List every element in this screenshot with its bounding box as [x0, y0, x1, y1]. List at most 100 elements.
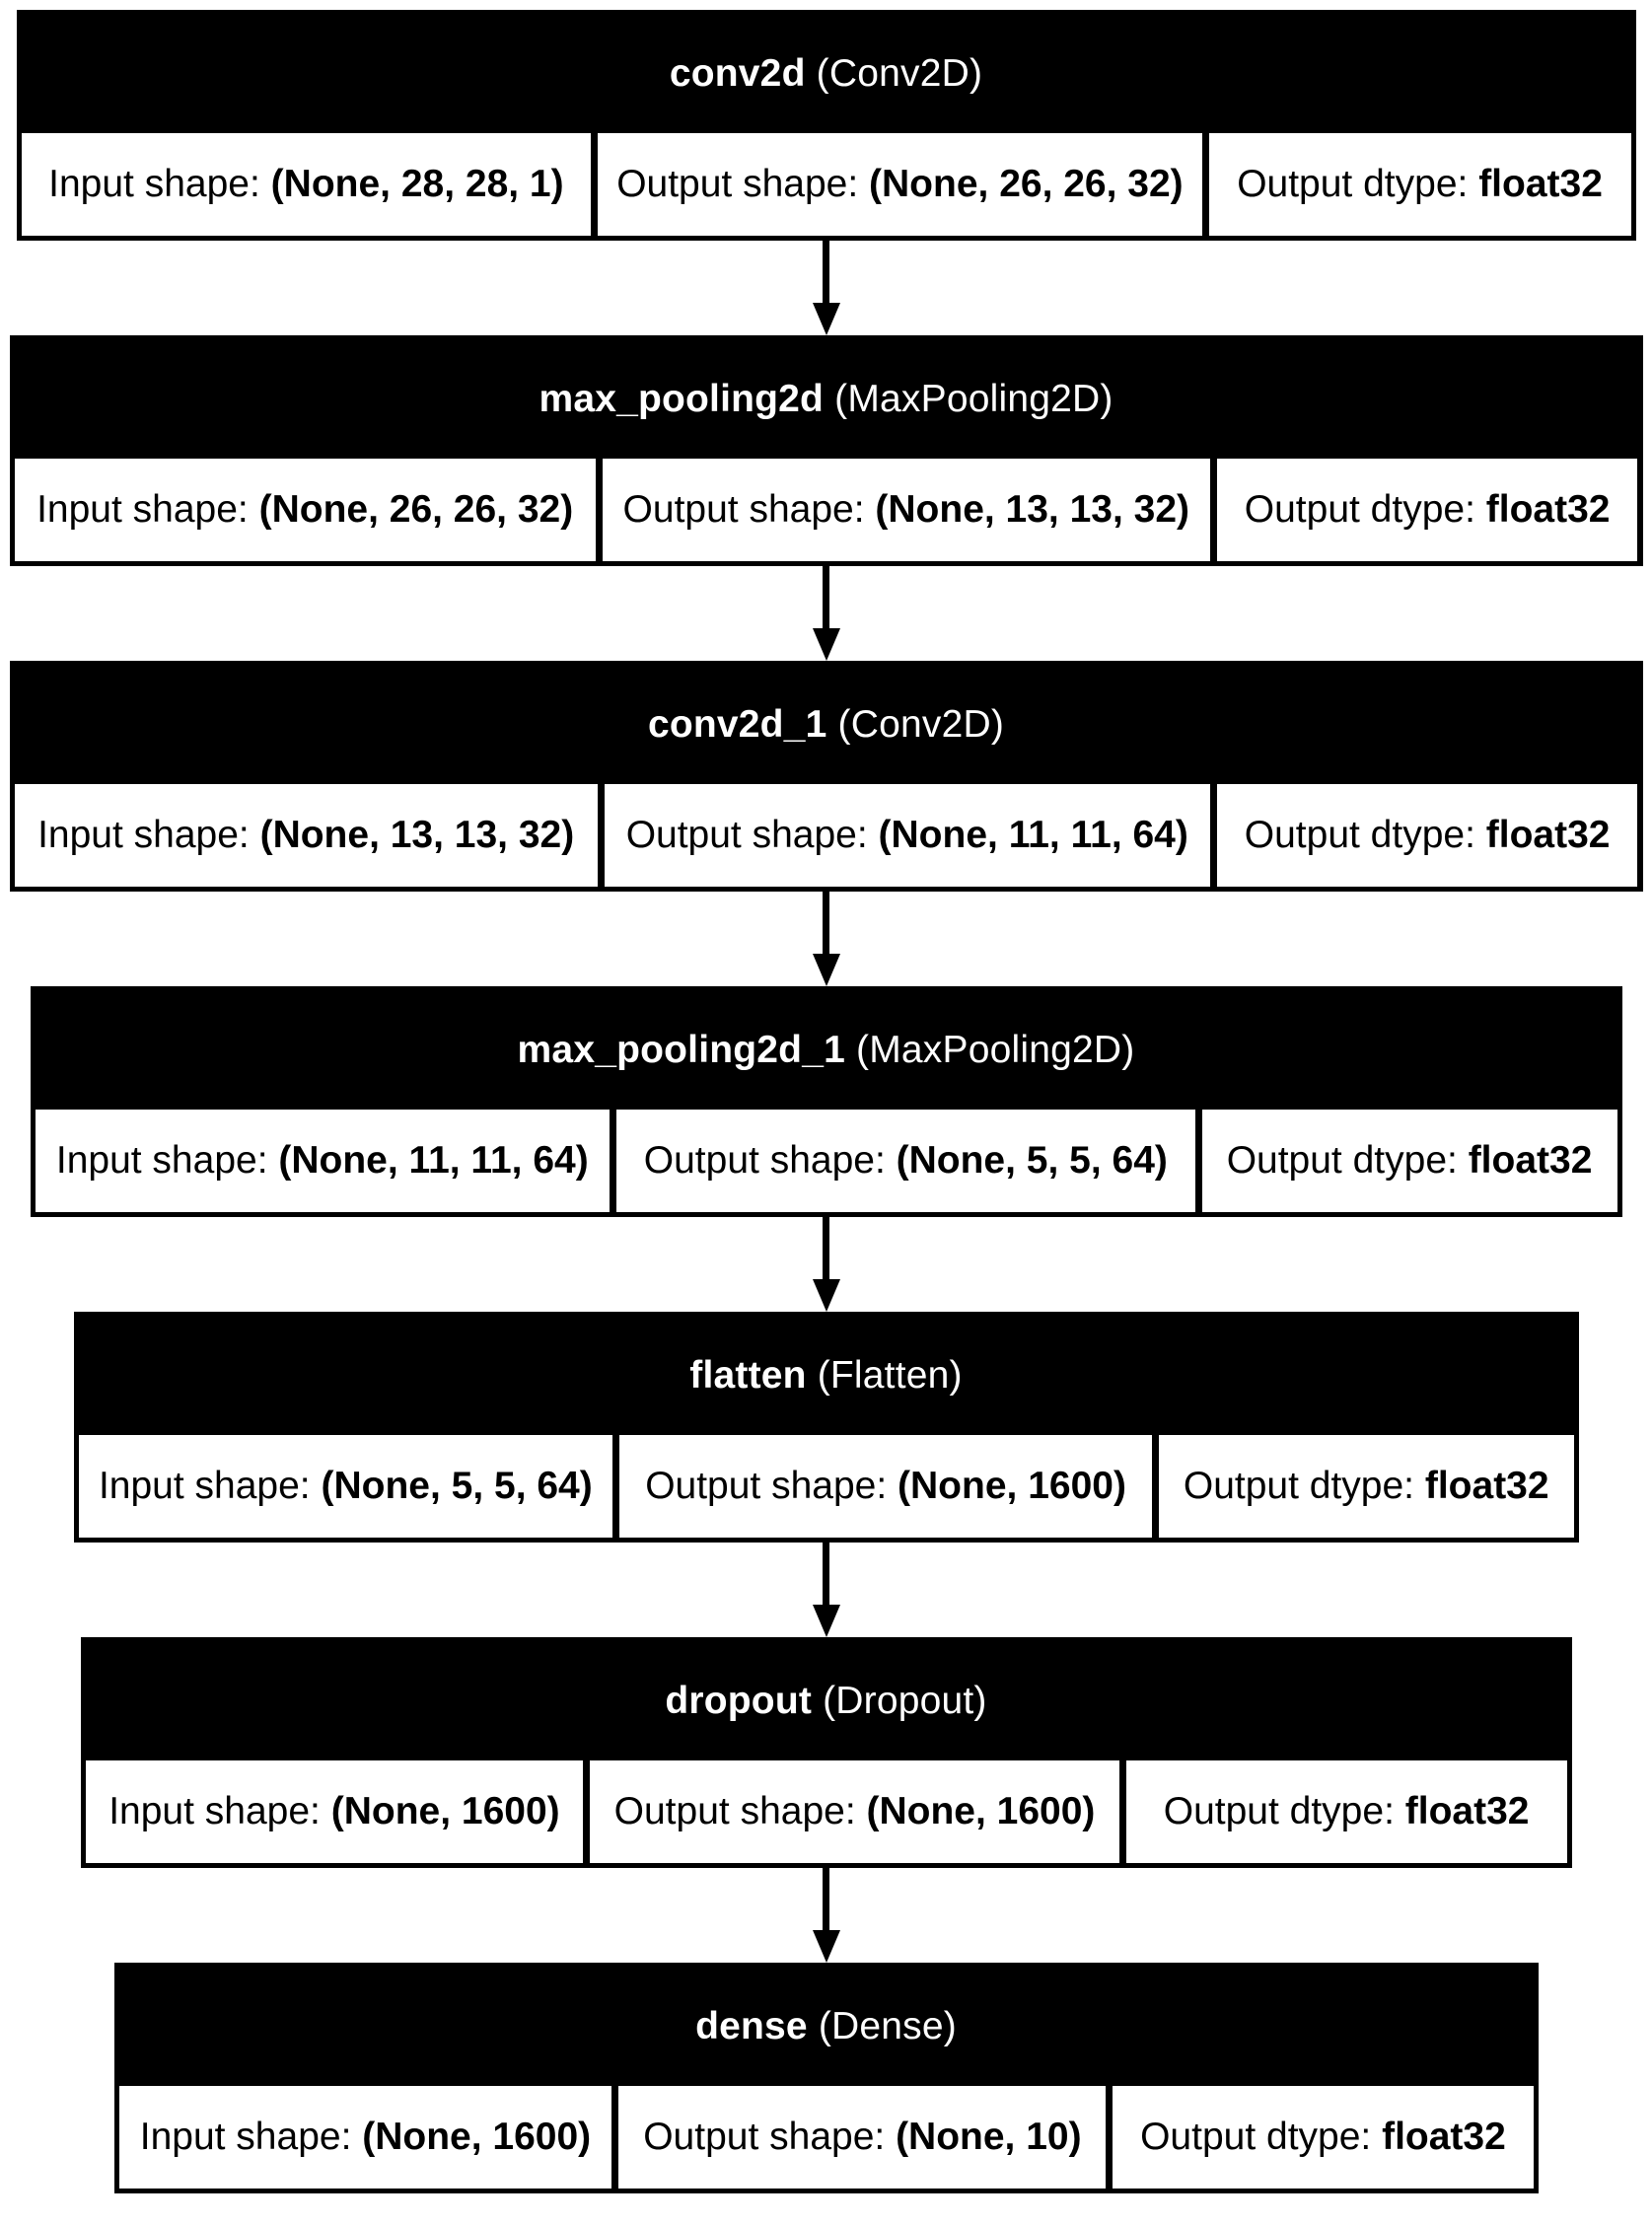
output-dtype-cell: Output dtype: float32 [1216, 459, 1638, 561]
input-shape-value: (None, 28, 28, 1) [270, 163, 564, 205]
output-shape-cell: Output shape: (None, 10) [618, 2086, 1107, 2189]
arrow-shaft [823, 241, 829, 303]
output-dtype-value: float32 [1404, 1790, 1530, 1832]
layer-header: max_pooling2d_1 (MaxPooling2D) [36, 991, 1617, 1110]
layer-type [827, 703, 838, 747]
input-shape-cell: Input shape: (None, 1600) [118, 2086, 612, 2189]
output-shape-value: (None, 11, 11, 64) [878, 814, 1188, 856]
output-dtype-value: float32 [1485, 488, 1611, 531]
layer-header: dropout (Dropout) [86, 1642, 1567, 1760]
output-dtype-cell: Output dtype: float32 [1208, 133, 1631, 236]
input-shape-cell: Input shape: (None, 1600) [85, 1760, 584, 1863]
layer-type: (MaxPooling2D) [834, 378, 1113, 420]
output-dtype-label: Output dtype: [1163, 1790, 1405, 1832]
output-shape-label: Output shape: [622, 488, 876, 531]
arrow-down-icon [812, 1279, 840, 1312]
input-shape-value: (None, 1600) [362, 2116, 592, 2158]
layer-type [824, 378, 834, 421]
flow-arrow [812, 1217, 840, 1312]
arrow-down-icon [812, 303, 840, 335]
output-shape-label: Output shape: [645, 1465, 898, 1507]
layer-name: conv2d [669, 52, 806, 95]
layer-node-max-pooling2d-1: max_pooling2d_1 (MaxPooling2D) Input sha… [30, 986, 1622, 1217]
layer-type [808, 2005, 819, 2048]
output-shape-value: (None, 10) [896, 2116, 1082, 2158]
output-dtype-label: Output dtype: [1244, 488, 1486, 531]
layer-type: (Flatten) [817, 1354, 963, 1397]
layer-body: Input shape: (None, 26, 26, 32) Output s… [14, 459, 1638, 561]
layer-type: (Conv2D) [816, 52, 983, 95]
output-shape-cell: Output shape: (None, 5, 5, 64) [616, 1110, 1195, 1212]
layer-type [806, 52, 817, 96]
output-shape-label: Output shape: [616, 163, 870, 205]
layer-body: Input shape: (None, 13, 13, 32) Output s… [14, 784, 1638, 887]
layer-body: Input shape: (None, 1600) Output shape: … [85, 1760, 1567, 1863]
output-dtype-value: float32 [1382, 2116, 1506, 2158]
layer-header: flatten (Flatten) [79, 1317, 1574, 1435]
input-shape-cell: Input shape: (None, 26, 26, 32) [14, 459, 596, 561]
layer-header: conv2d (Conv2D) [22, 15, 1631, 133]
output-shape-cell: Output shape: (None, 26, 26, 32) [598, 133, 1202, 236]
output-dtype-value: float32 [1485, 814, 1611, 856]
input-shape-label: Input shape: [37, 814, 260, 856]
output-dtype-label: Output dtype: [1140, 2116, 1383, 2158]
layer-node-dense: dense (Dense) Input shape: (None, 1600) … [113, 1963, 1539, 2193]
output-shape-cell: Output shape: (None, 11, 11, 64) [604, 784, 1210, 887]
output-shape-value: (None, 13, 13, 32) [875, 488, 1190, 531]
flow-arrow [812, 1868, 840, 1963]
input-shape-label: Input shape: [139, 2116, 363, 2158]
input-shape-cell: Input shape: (None, 11, 11, 64) [35, 1110, 611, 1212]
arrow-shaft [823, 1868, 829, 1930]
flow-arrow [812, 566, 840, 661]
input-shape-label: Input shape: [36, 488, 259, 531]
output-shape-value: (None, 26, 26, 32) [869, 163, 1184, 205]
layer-node-conv2d: conv2d (Conv2D) Input shape: (None, 28, … [16, 10, 1636, 241]
layer-name: dropout [665, 1680, 813, 1722]
output-dtype-cell: Output dtype: float32 [1125, 1760, 1567, 1863]
output-shape-value: (None, 5, 5, 64) [896, 1139, 1168, 1182]
layer-node-max-pooling2d: max_pooling2d (MaxPooling2D) Input shape… [9, 335, 1643, 566]
layer-body: Input shape: (None, 28, 28, 1) Output sh… [21, 133, 1631, 236]
layer-type [812, 1680, 823, 1723]
layer-type: (MaxPooling2D) [856, 1029, 1135, 1071]
layer-node-conv2d-1: conv2d_1 (Conv2D) Input shape: (None, 13… [9, 661, 1643, 892]
layer-node-dropout: dropout (Dropout) Input shape: (None, 16… [80, 1637, 1572, 1868]
layer-name: max_pooling2d_1 [517, 1029, 845, 1071]
layer-name: max_pooling2d [539, 378, 825, 420]
output-shape-label: Output shape: [643, 2116, 897, 2158]
output-shape-label: Output shape: [613, 1790, 867, 1832]
output-shape-value: (None, 1600) [898, 1465, 1126, 1507]
input-shape-value: (None, 13, 13, 32) [259, 814, 575, 856]
arrow-down-icon [812, 954, 840, 986]
output-dtype-label: Output dtype: [1237, 163, 1479, 205]
output-shape-cell: Output shape: (None, 1600) [619, 1435, 1152, 1538]
input-shape-value: (None, 5, 5, 64) [321, 1465, 593, 1507]
arrow-down-icon [812, 1930, 840, 1963]
layer-body: Input shape: (None, 5, 5, 64) Output sha… [78, 1435, 1574, 1538]
arrow-down-icon [812, 628, 840, 661]
output-dtype-label: Output dtype: [1183, 1465, 1425, 1507]
input-shape-cell: Input shape: (None, 28, 28, 1) [21, 133, 592, 236]
layer-type [807, 1354, 818, 1398]
flow-arrow [812, 892, 840, 986]
input-shape-cell: Input shape: (None, 5, 5, 64) [78, 1435, 613, 1538]
arrow-shaft [823, 892, 829, 954]
input-shape-label: Input shape: [108, 1790, 331, 1832]
layer-name: dense [695, 2005, 808, 2047]
arrow-shaft [823, 1217, 829, 1279]
input-shape-label: Input shape: [48, 163, 271, 205]
output-shape-cell: Output shape: (None, 1600) [590, 1760, 1119, 1863]
layer-name: conv2d_1 [647, 703, 827, 746]
arrow-shaft [823, 566, 829, 628]
layer-type: (Dense) [818, 2005, 957, 2047]
flow-arrow [812, 241, 840, 335]
layer-type [845, 1029, 856, 1072]
output-dtype-label: Output dtype: [1244, 814, 1486, 856]
layer-name: flatten [689, 1354, 807, 1397]
input-shape-value: (None, 1600) [330, 1790, 560, 1832]
output-dtype-label: Output dtype: [1226, 1139, 1469, 1182]
layer-body: Input shape: (None, 11, 11, 64) Output s… [35, 1110, 1617, 1212]
output-shape-label: Output shape: [643, 1139, 897, 1182]
output-dtype-cell: Output dtype: float32 [1113, 2086, 1534, 2189]
layer-body: Input shape: (None, 1600) Output shape: … [118, 2086, 1534, 2189]
